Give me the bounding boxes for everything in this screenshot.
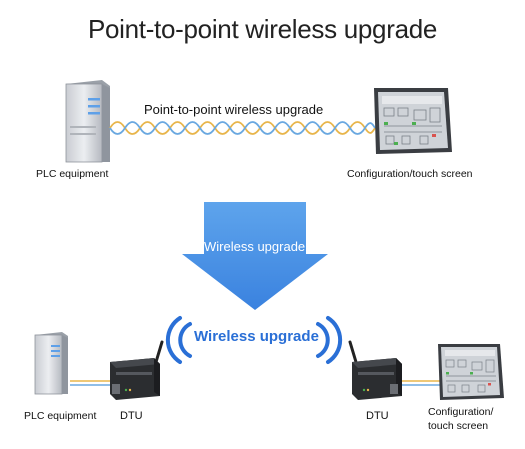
wireless-label: Wireless upgrade [194, 328, 319, 345]
plc-server-icon [65, 80, 110, 163]
bottom-screen-label-line2: touch screen [428, 420, 489, 432]
right-cable [402, 380, 442, 386]
left-cable [70, 380, 110, 386]
right-signal-waves-icon [316, 316, 343, 364]
diagram-title: Point-to-point wireless upgrade [87, 14, 438, 44]
top-cable-label: Point-to-point wireless upgrade [140, 102, 328, 117]
right-dtu-icon [348, 340, 402, 400]
left-signal-waves-icon [165, 316, 192, 364]
bottom-screen-label-line1: Configuration/ [428, 406, 494, 418]
downward-arrow [182, 202, 328, 310]
touch-screen-small-icon [438, 344, 504, 400]
touch-screen-icon [374, 88, 452, 154]
left-dtu-label: DTU [120, 410, 143, 422]
top-plc-label: PLC equipment [36, 168, 109, 180]
top-cable [109, 121, 376, 135]
plc-server-small-icon [34, 332, 68, 395]
right-dtu-label: DTU [366, 410, 389, 422]
left-dtu-icon [110, 340, 164, 400]
arrow-label: Wireless upgrade [204, 239, 306, 254]
top-screen-label: Configuration/touch screen [347, 168, 473, 180]
bottom-plc-label: PLC equipment [24, 410, 97, 422]
